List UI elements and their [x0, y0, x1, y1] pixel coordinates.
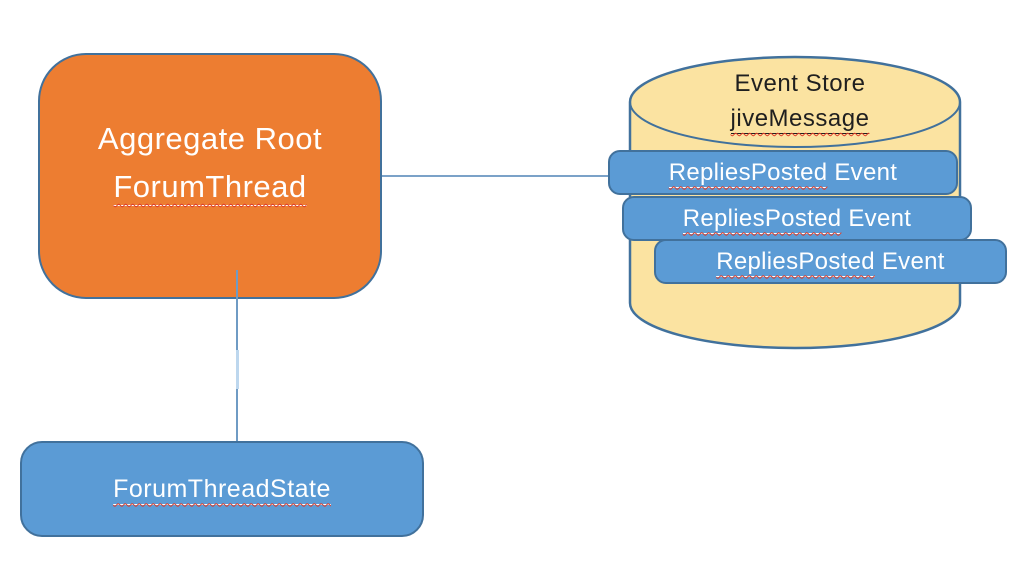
event-store-subtitle-row: jiveMessage: [630, 101, 970, 136]
forum-thread-state-label: ForumThreadState: [113, 474, 331, 505]
event-name: RepliesPosted: [682, 204, 842, 234]
event-suffix: Event: [827, 158, 898, 186]
forum-thread-state-shape: ForumThreadState: [20, 441, 424, 537]
connector-highlight-segment: [235, 350, 239, 389]
event-store-title: Event Store: [734, 70, 866, 97]
spellcheck-squiggle: ForumThread: [113, 169, 307, 206]
aggregate-root-title: Aggregate Root: [97, 121, 323, 156]
cylinder-top-rim: [629, 101, 961, 148]
event-record: RepliesPosted Event: [654, 239, 1007, 284]
spellcheck-squiggle: RepliesPosted: [668, 158, 828, 188]
event-suffix: Event: [874, 247, 945, 275]
spellcheck-squiggle: jiveMessage: [730, 105, 870, 134]
aggregate-root-name: ForumThread: [113, 169, 307, 206]
spellcheck-squiggle: RepliesPosted: [716, 247, 875, 277]
aggregate-root-shape: Aggregate Root ForumThread: [38, 53, 382, 299]
spellcheck-squiggle: RepliesPosted: [682, 204, 842, 234]
event-store-subtitle: jiveMessage: [730, 105, 870, 134]
spellcheck-squiggle: ForumThreadState: [113, 474, 331, 505]
event-name: RepliesPosted: [668, 158, 828, 188]
event-suffix: Event: [841, 204, 912, 232]
event-record: RepliesPosted Event: [608, 150, 958, 195]
event-name: RepliesPosted: [716, 247, 875, 277]
event-record: RepliesPosted Event: [622, 196, 972, 241]
aggregate-root-name-row: ForumThread: [113, 163, 307, 211]
event-store-label: Event Store jiveMessage: [630, 66, 970, 136]
connector-aggregate-to-eventstore: [382, 175, 608, 177]
